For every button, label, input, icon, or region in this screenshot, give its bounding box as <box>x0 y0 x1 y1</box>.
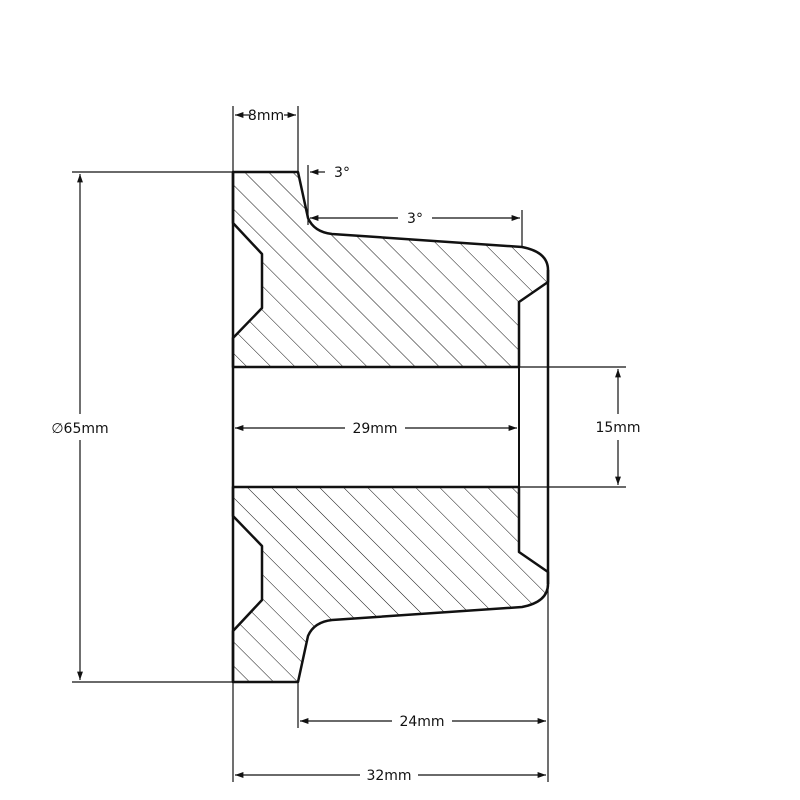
dim-bore-diameter: 15mm <box>595 420 640 436</box>
dim-body-taper-angle: 3° <box>407 211 423 227</box>
section-top-half <box>231 170 550 369</box>
section-bottom-half <box>231 485 550 684</box>
dim-bore-length: 29mm <box>352 421 397 437</box>
dim-outer-diameter: ∅65mm <box>51 421 108 437</box>
dim-body-length: 24mm <box>399 714 444 730</box>
dimension-lines <box>72 106 626 782</box>
dim-flange-thickness: 8mm <box>248 108 284 124</box>
dim-flange-draft-angle: 3° <box>334 165 350 181</box>
dim-overall-length: 32mm <box>366 768 411 784</box>
